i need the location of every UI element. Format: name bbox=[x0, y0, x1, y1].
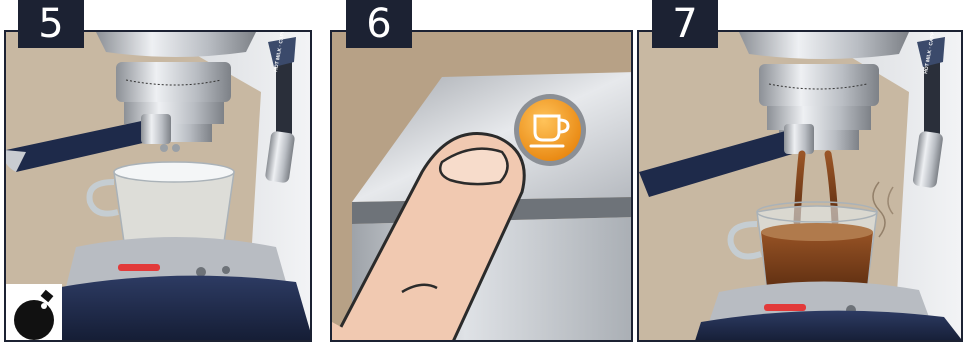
step-7-panel: HOT MILK · CAPPUCCINO bbox=[637, 30, 963, 342]
step-6-illustration bbox=[332, 32, 633, 342]
step-7-number: 7 bbox=[672, 1, 697, 47]
step-7-badge: 7 bbox=[652, 0, 718, 48]
step-5-illustration: HOT MILK · CAPPUCCINO bbox=[6, 32, 312, 342]
step-7-illustration: HOT MILK · CAPPUCCINO bbox=[639, 32, 963, 342]
step-5-number: 5 bbox=[38, 1, 63, 47]
step-5-badge: 5 bbox=[18, 0, 84, 48]
step-5-panel: HOT MILK · CAPPUCCINO bbox=[4, 30, 312, 342]
step-6-number: 6 bbox=[366, 1, 391, 47]
step-6-panel bbox=[330, 30, 633, 342]
step-6-badge: 6 bbox=[346, 0, 412, 48]
